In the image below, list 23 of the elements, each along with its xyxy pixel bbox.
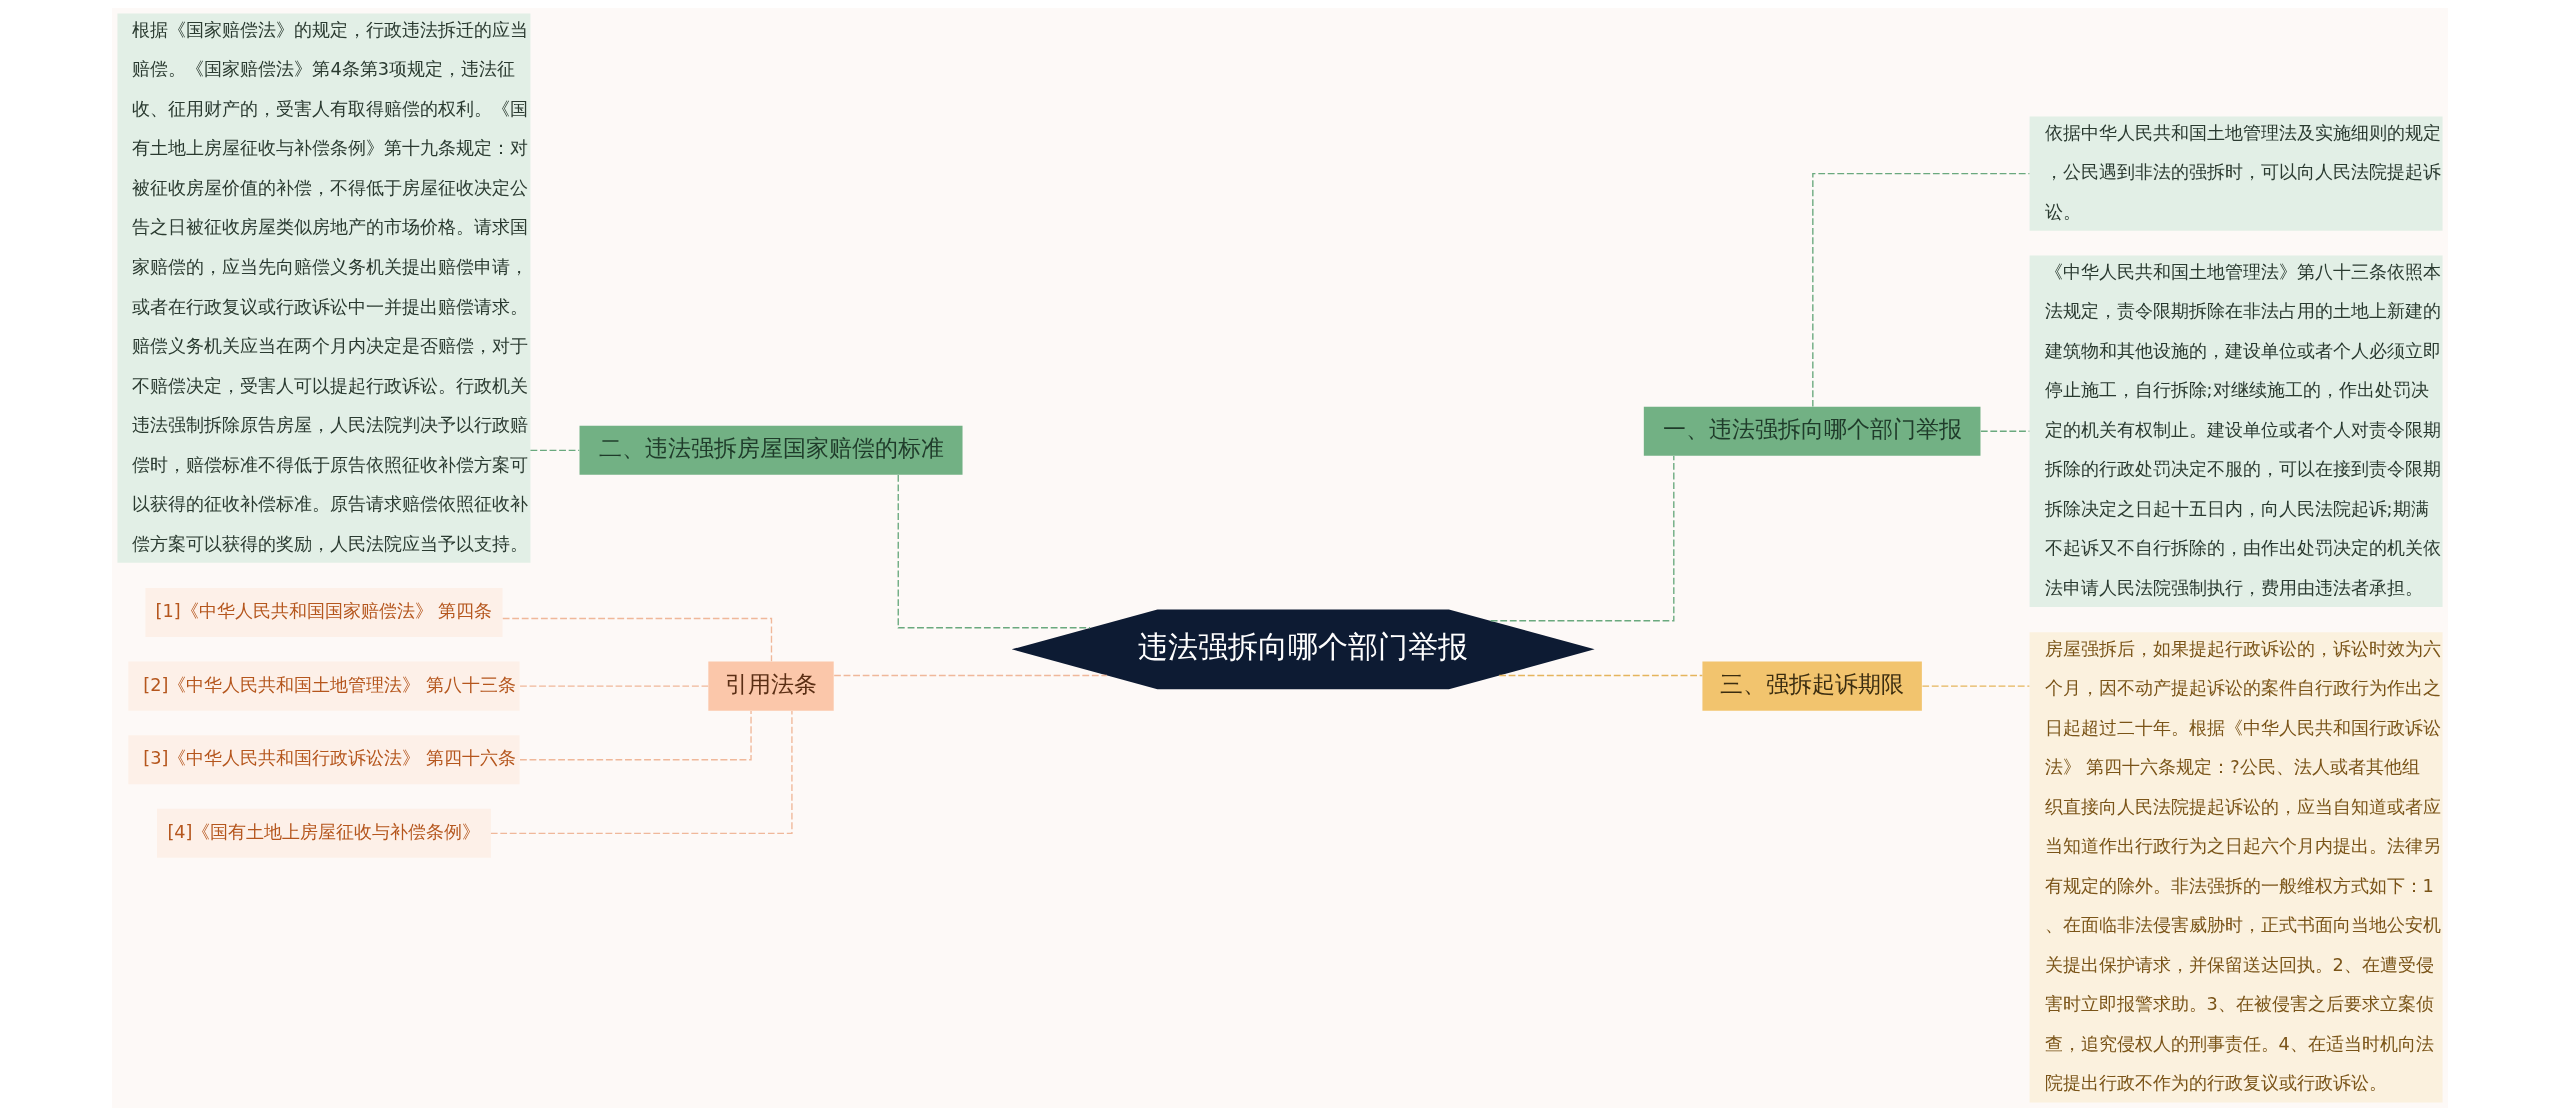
connector bbox=[1812, 172, 2031, 408]
connector bbox=[502, 617, 773, 662]
node-box: [3]《中华人民共和国行政诉讼法》 第四十六条 bbox=[128, 735, 520, 785]
connector bbox=[519, 685, 709, 687]
connector bbox=[1921, 685, 2031, 687]
node-box: 《中华人民共和国土地管理法》第八十三条依照本法规定，责令限期拆除在非法占用的土地上新建的建筑物和其他设施的，建设单位或者个人必须立即停止施工，自行拆除;对继续施工的，作出处罚决定的机关有权制止。建设单位或者个人对责令限期拆除的行政处罚决定不服的，可以在接到责令限期拆除决定之日起十五日内，向人民法院起诉;期满不起诉又不自行拆除的，由作出处罚决定的机关依法申请人民法院强制执行，费用由违法者承担。 bbox=[2029, 255, 2443, 608]
connector bbox=[1490, 455, 1675, 622]
node-box: [2]《中华人民共和国土地管理法》 第八十三条 bbox=[128, 661, 520, 711]
node-box: 二、违法强拆房屋国家赔偿的标准 bbox=[579, 425, 963, 475]
connector bbox=[833, 674, 1108, 677]
node-box: 房屋强拆后，如果提起行政诉讼的，诉讼时效为六个月，因不动产提起诉讼的案件自行政行为作出之日起超过二十年。根据《中华人民共和国行政诉讼法》 第四十六条规定：?公民、法人或者其他组织直接向人民法院提起诉讼的，应当自知道或者应当知道作出行政行为之日起六个月内提出。法律另有规定的除外。非法强拆的一般维权方式如下：1、在面临非法侵害威胁时，正式书面向当地公安机关提出保护请求，并保留送达回执。2、在遭受侵害时立即报警求助。3、在被侵害之后要求立案侦查，追究侵权人的刑事责任。4、在适当时机向法院提出行政不作为的行政复议或行政诉讼。 bbox=[2029, 632, 2443, 1103]
connector bbox=[897, 474, 1091, 629]
node-box: [1]《中华人民共和国国家赔偿法》 第四条 bbox=[145, 588, 503, 638]
connector bbox=[1498, 674, 1703, 677]
node-box: 依据中华人民共和国土地管理法及实施细则的规定，公民遇到非法的强拆时，可以向人民法院提起诉讼。 bbox=[2029, 116, 2443, 231]
connector bbox=[519, 710, 752, 761]
node-box: 三、强拆起诉期限 bbox=[1702, 661, 1922, 711]
connector bbox=[490, 710, 793, 834]
node-box: 引用法条 bbox=[708, 661, 834, 711]
connector bbox=[529, 449, 580, 451]
node-box: 一、违法强拆向哪个部门举报 bbox=[1643, 406, 1981, 456]
node-box: [4]《国有土地上房屋征收与补偿条例》 bbox=[157, 808, 491, 858]
node-box: 根据《国家赔偿法》的规定，行政违法拆迁的应当赔偿。《国家赔偿法》第4条第3项规定，违法征收、征用财产的，受害人有取得赔偿的权利。《国有土地上房屋征收与补偿条例》第十九条规定：对被征收房屋价值的补偿，不得低于房屋征收决定公告之日被征收房屋类似房地产的市场价格。请求国家赔偿的，应当先向赔偿义务机关提出赔偿申请，或者在行政复议或行政诉讼中一并提出赔偿请求。赔偿义务机关应当在两个月内决定是否赔偿，对于不赔偿决定，受害人可以提起行政诉讼。行政机关违法强制拆除原告房屋，人民法院判决予以行政赔偿时，赔偿标准不得低于原告依照征收补偿方案可以获得的征收补偿标准。原告请求赔偿依照征收补偿方案可以获得的奖励，人民法院应当予以支持。 bbox=[117, 13, 531, 563]
